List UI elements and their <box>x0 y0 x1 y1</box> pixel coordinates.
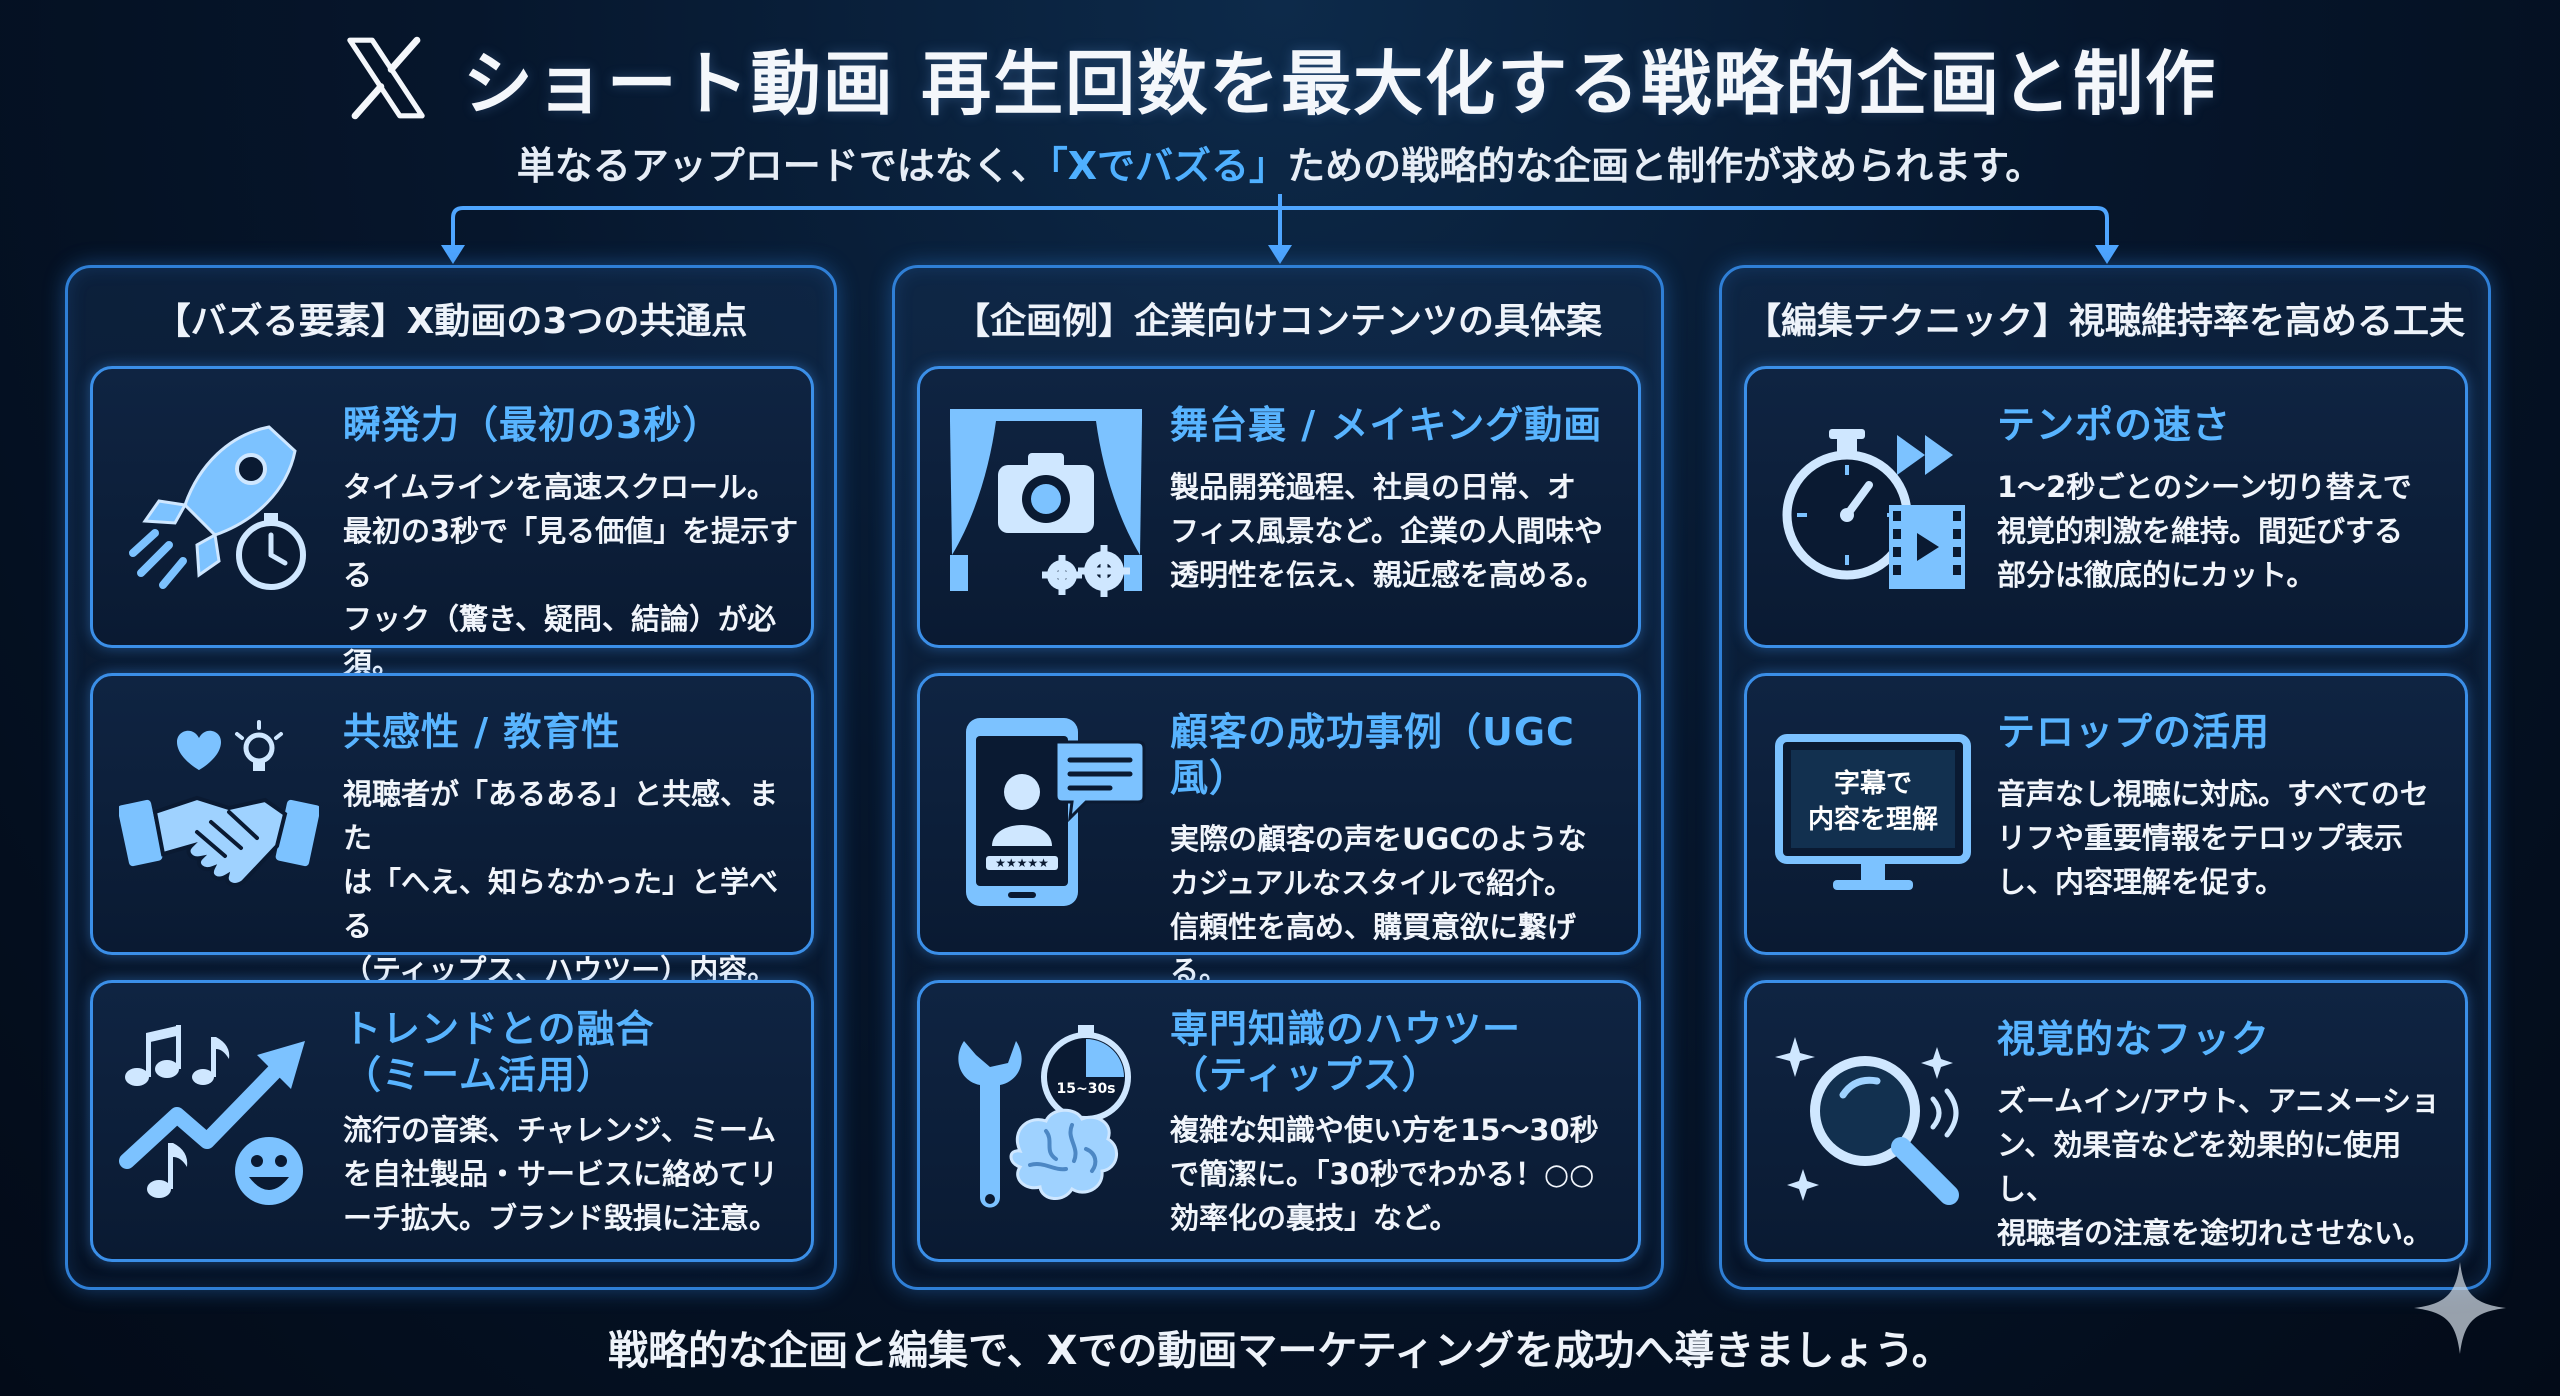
card-heading: 専門知識のハウツー （ティップス） <box>1170 1007 1522 1097</box>
card-expert-howto: 15~30s 専門知識のハウツー （ティップス） 複雑な知識や使い方を15〜30… <box>917 980 1641 1262</box>
monitor-caption-icon: 字幕で 内容を理解 <box>1775 734 1971 890</box>
page-title-row: ショート動画 再生回数を最大化する戦略的企画と制作 <box>0 28 2560 128</box>
card-body: 製品開発過程、社員の日常、オ フィス風景など。企業の人間味や 透明性を伝え、親近… <box>1170 469 1606 592</box>
caption-line-2: 内容を理解 <box>1808 804 1938 835</box>
card-empathy-education: 共感性 / 教育性 視聴者が「あるある」と共感、また は「へえ、知らなかった」と… <box>90 673 814 987</box>
sparkle-icon <box>2414 1262 2506 1354</box>
column-buzz-elements: 【バズる要素】X動画の3つの共通点 瞬発力（最初の3秒） タイムラインを高速スク… <box>65 265 837 1290</box>
phone-review-icon: ★★★★★ <box>966 718 1146 906</box>
card-body: 視聴者が「あるある」と共感、また は「へえ、知らなかった」と学べる （ティップス… <box>343 776 779 987</box>
card-heading: テンポの速さ <box>1997 403 2232 447</box>
card-body: ズームイン/アウト、アニメーショ ン、効果音などを効果的に使用し、 視聴者の注意… <box>1997 1083 2440 1250</box>
column-planning-examples: 【企画例】企業向けコンテンツの具体案 舞台裏 / メイキング動画 製品 <box>892 265 1664 1290</box>
column-editing-techniques: 【編集テクニック】視聴維持率を高める工夫 テンポの速さ <box>1719 265 2491 1290</box>
card-caption-usage: 字幕で 内容を理解 テロップの活用 音声なし視聴に対応。すべてのセ リフや重要情… <box>1744 673 2468 955</box>
rocket-stopwatch-icon <box>129 425 306 590</box>
card-heading: トレンドとの融合 （ミーム活用） <box>343 1007 655 1097</box>
x-logo-icon <box>347 36 425 120</box>
card-body: 音声なし視聴に対応。すべてのセ リフや重要情報をテロップ表示 し、内容理解を促す… <box>1997 776 2429 899</box>
footer-message: 戦略的な企画と編集で、Xでの動画マーケティングを成功へ導きましょう。 <box>608 1328 1952 1374</box>
column-title: 【編集テクニック】視聴維持率を高める工夫 <box>1744 301 2465 342</box>
card-behind-the-scenes: 舞台裏 / メイキング動画 製品開発過程、社員の日常、オ フィス風景など。企業の… <box>917 366 1641 648</box>
card-instant-power: 瞬発力（最初の3秒） タイムラインを高速スクロール。 最初の3秒で「見る価値」を… <box>90 366 814 680</box>
subtitle: 単なるアップロードではなく、「Xでバズる」ための戦略的な企画と制作が求められます… <box>0 135 2560 190</box>
wrench-brain-timer-icon: 15~30s <box>958 1025 1131 1208</box>
connector-arrows <box>441 194 2119 264</box>
page-title: ショート動画 再生回数を最大化する戦略的企画と制作 <box>462 42 2218 125</box>
subtitle-before: 単なるアップロードではなく、 <box>516 144 1049 188</box>
card-heading: 視覚的なフック <box>1997 1017 2271 1061</box>
column-title: 【企画例】企業向けコンテンツの具体案 <box>953 301 1602 342</box>
card-body: 1〜2秒ごとのシーン切り替えで 視覚的刺激を維持。間延びする 部分は徹底的にカッ… <box>1997 469 2412 592</box>
subtitle-highlight: 「Xでバズる」 <box>1048 144 1288 188</box>
svg-text:★★★★★: ★★★★★ <box>995 856 1049 870</box>
subtitle-after: ための戦略的な企画と制作が求められます。 <box>1287 144 2044 188</box>
trend-music-icon <box>119 1025 305 1205</box>
handshake-heart-icon <box>119 720 319 887</box>
card-visual-hook: 視覚的なフック ズームイン/アウト、アニメーショ ン、効果音などを効果的に使用し… <box>1744 980 2468 1262</box>
magnifier-sparkle-icon <box>1775 1037 1959 1205</box>
card-fast-tempo: テンポの速さ 1〜2秒ごとのシーン切り替えで 視覚的刺激を維持。間延びする 部分… <box>1744 366 2468 648</box>
card-customer-success: ★★★★★ 顧客の成功事例（UGC風） 実際の顧客の声をUGCのような カジュア… <box>917 673 1641 988</box>
card-heading: 瞬発力（最初の3秒） <box>343 403 722 447</box>
card-body: タイムラインを高速スクロール。 最初の3秒で「見る価値」を提示する フック（驚き… <box>343 469 799 680</box>
card-trend-fusion: トレンドとの融合 （ミーム活用） 流行の音楽、チャレンジ、ミーム を自社製品・サ… <box>90 980 814 1262</box>
caption-line-1: 字幕で <box>1834 768 1912 799</box>
timer-label: 15~30s <box>1056 1081 1115 1097</box>
card-body: 実際の顧客の声をUGCのような カジュアルなスタイルで紹介。 信頼性を高め、購買… <box>1170 822 1587 989</box>
card-heading: 共感性 / 教育性 <box>343 710 621 754</box>
card-heading: 顧客の成功事例（UGC風） <box>1170 710 1575 800</box>
stopwatch-forward-icon <box>1782 429 1965 589</box>
card-heading: テロップの活用 <box>1997 710 2271 754</box>
card-heading: 舞台裏 / メイキング動画 <box>1170 403 1603 447</box>
camera-stage-icon <box>950 409 1142 597</box>
column-title: 【バズる要素】X動画の3つの共通点 <box>154 301 748 342</box>
card-body: 流行の音楽、チャレンジ、ミーム を自社製品・サービスに絡めてリ ーチ拡大。ブラン… <box>343 1113 779 1236</box>
card-body: 複雑な知識や使い方を15〜30秒 で簡潔に。「30秒でわかる！○○ 効率化の裏技… <box>1170 1113 1599 1236</box>
